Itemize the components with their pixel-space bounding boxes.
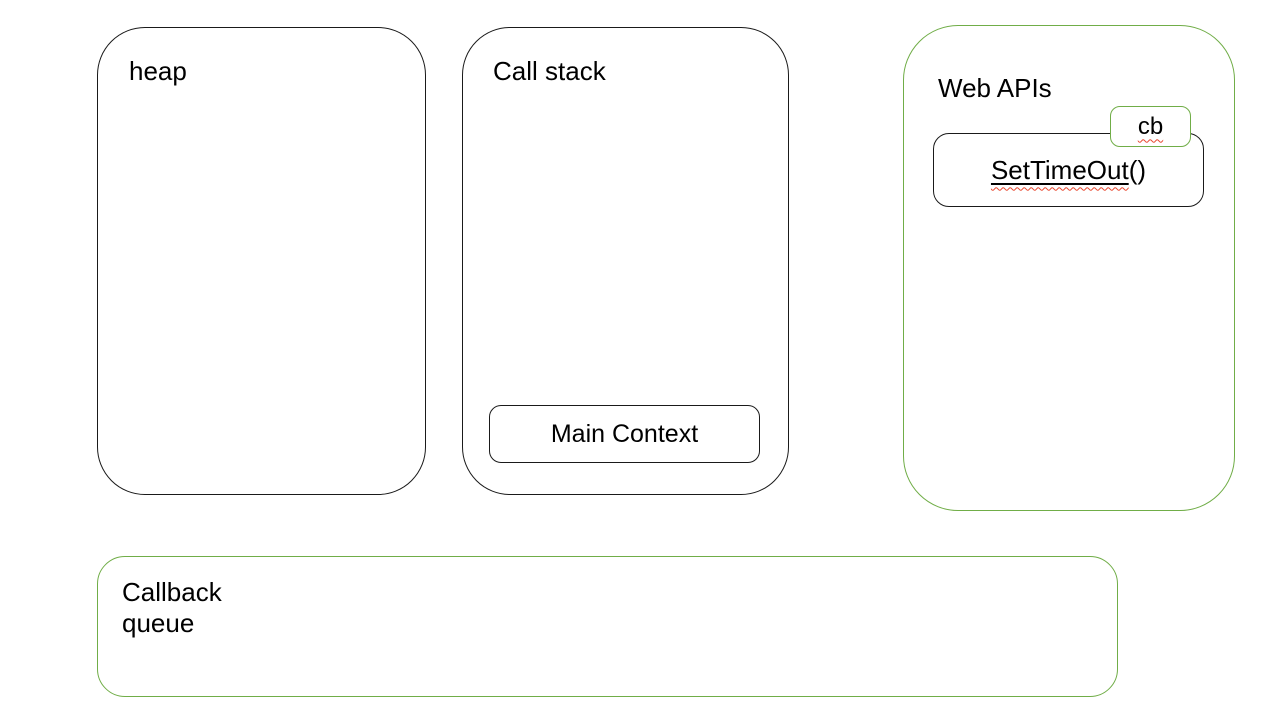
heap-box: heap [97, 27, 426, 495]
web-apis-label: Web APIs [938, 73, 1052, 103]
settimeout-function-name: SetTimeOut [990, 154, 1129, 185]
main-context-label: Main Context [550, 419, 699, 448]
settimeout-label: SetTimeOut() [991, 155, 1146, 186]
settimeout-parens: () [1128, 154, 1147, 185]
callback-queue-label: Callback queue [122, 577, 222, 638]
cb-label: cb [1137, 112, 1164, 140]
heap-label: heap [129, 56, 187, 86]
cb-box: cb [1110, 106, 1191, 147]
callback-queue-box: Callback queue [97, 556, 1118, 697]
web-apis-box: Web APIs [903, 25, 1235, 511]
settimeout-box: SetTimeOut() [933, 133, 1204, 207]
main-context-box: Main Context [489, 405, 760, 463]
call-stack-label: Call stack [493, 56, 606, 86]
